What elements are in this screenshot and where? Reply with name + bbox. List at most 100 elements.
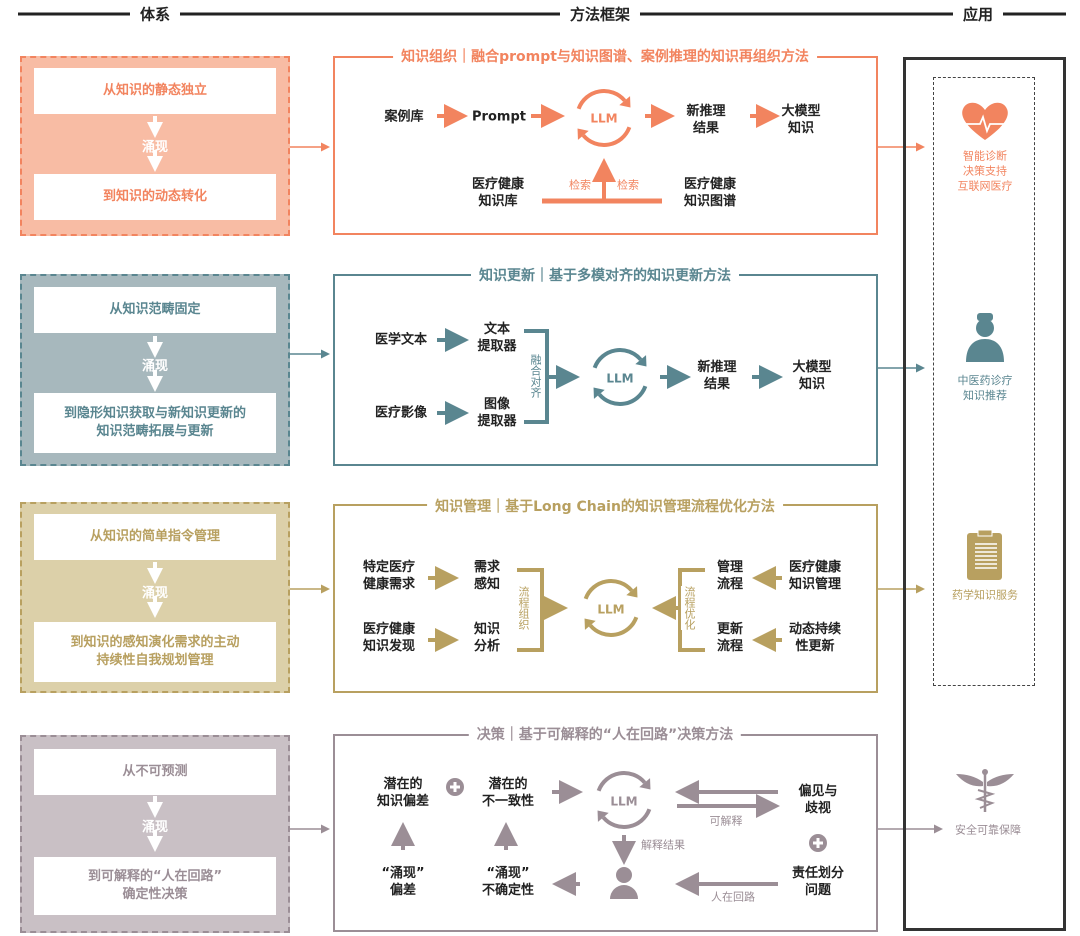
organize-title: 知识组织｜融合prompt与知识图谱、案例推理的知识再组织方法 bbox=[393, 46, 817, 66]
cycle-arrowhead bbox=[577, 128, 589, 140]
process-optimize-label: 流程优化 bbox=[681, 586, 697, 630]
cycle-arrowhead bbox=[593, 387, 605, 399]
cycle-arc bbox=[601, 808, 652, 829]
application-dashed-group bbox=[933, 77, 1035, 686]
image-extractor: 图像 提取器 bbox=[477, 397, 517, 429]
cycle-arrowhead bbox=[584, 618, 596, 630]
caduceus-snake bbox=[974, 789, 996, 809]
emerge-bias: “涌现” 偏差 bbox=[381, 866, 425, 898]
doctor-icon bbox=[977, 313, 993, 321]
medical-image: 医疗影像 bbox=[374, 405, 428, 421]
doctor-icon bbox=[966, 339, 1004, 362]
model-knowledge: 大模型 知识 bbox=[781, 104, 821, 136]
explain-result-label: 解释结果 bbox=[641, 838, 685, 852]
knowledge-base: 医疗健康 知识库 bbox=[471, 177, 525, 209]
system-box-manage: 从知识的简单指令管理 涌现 到知识的感知演化需求的主动 持续性自我规划管理 bbox=[20, 502, 290, 693]
system-to: 到可解释的“人在回路” 确定性决策 bbox=[34, 857, 276, 915]
system-emerge: 涌现 bbox=[141, 586, 168, 601]
application-diagnosis: 智能诊断 决策支持 互联网医疗 bbox=[957, 149, 1013, 193]
caduceus-icon bbox=[956, 774, 1014, 787]
new-result: 新推理 结果 bbox=[686, 104, 726, 136]
manage-title: 知识管理｜基于Long Chain的知识管理流程优化方法 bbox=[427, 496, 783, 516]
align-label: 融合对齐 bbox=[527, 354, 543, 398]
llm-label: LLM bbox=[610, 794, 638, 809]
system-from: 从知识的静态独立 bbox=[34, 68, 276, 114]
cycle-arc bbox=[597, 385, 648, 406]
responsibility: 责任划分 问题 bbox=[791, 866, 845, 898]
retrieve-label: 检索 bbox=[617, 178, 639, 192]
llm-cycle-icon bbox=[596, 771, 652, 829]
person-icon bbox=[616, 867, 632, 883]
plus-icon bbox=[450, 782, 460, 792]
cycle-arc bbox=[576, 89, 627, 110]
knowledge-graph: 医疗健康 知识图谱 bbox=[683, 177, 737, 209]
llm-cycle-icon bbox=[592, 348, 648, 406]
cycle-arrowhead bbox=[619, 96, 631, 108]
prejudice: 偏见与 歧视 bbox=[798, 784, 838, 816]
specific-need: 特定医疗 健康需求 bbox=[362, 560, 416, 592]
doctor-icon bbox=[976, 319, 994, 337]
system-to: 到隐形知识获取与新知识更新的 知识范畴拓展与更新 bbox=[34, 393, 276, 453]
application-tcm: 中医药诊疗 知识推荐 bbox=[957, 374, 1013, 402]
header-application: 应用 bbox=[952, 3, 1004, 25]
header-system: 体系 bbox=[129, 3, 181, 25]
explainable-label: 可解释 bbox=[709, 814, 743, 828]
case-library: 案例库 bbox=[384, 109, 424, 125]
application-pharmacy: 药学知识服务 bbox=[952, 588, 1018, 602]
retrieve-label: 检索 bbox=[569, 178, 591, 192]
kb-management: 医疗健康 知识管理 bbox=[788, 560, 842, 592]
medical-text: 医学文本 bbox=[374, 332, 428, 348]
emerge-uncertainty: “涌现” 不确定性 bbox=[481, 866, 535, 898]
clipboard-clip bbox=[977, 529, 993, 537]
update-flow: 更新 流程 bbox=[716, 622, 744, 654]
person-icon bbox=[610, 885, 638, 899]
decision-title: 决策｜基于可解释的“人在回路”决策方法 bbox=[468, 724, 742, 744]
system-from: 从知识的简单指令管理 bbox=[34, 514, 276, 560]
knowledge-analysis: 知识 分析 bbox=[473, 622, 501, 654]
application-panel bbox=[903, 57, 1066, 931]
llm-label: LLM bbox=[597, 602, 625, 617]
continuous-update: 动态持续 性更新 bbox=[788, 622, 842, 654]
text-extractor: 文本 提取器 bbox=[477, 322, 517, 354]
need-perception: 需求 感知 bbox=[473, 560, 501, 592]
cycle-arc bbox=[583, 579, 634, 600]
cycle-arc bbox=[592, 348, 643, 369]
system-emerge: 涌现 bbox=[141, 820, 168, 835]
llm-label: LLM bbox=[590, 111, 618, 126]
cycle-arrowhead bbox=[635, 355, 647, 367]
llm-cycle-icon bbox=[576, 89, 632, 147]
llm-label: LLM bbox=[606, 371, 634, 386]
prompt-node: Prompt bbox=[472, 109, 526, 125]
header-method: 方法框架 bbox=[559, 3, 641, 25]
knowledge-bias: 潜在的 知识偏差 bbox=[376, 777, 430, 809]
caduceus-top bbox=[982, 769, 988, 775]
cycle-arrowhead bbox=[639, 778, 651, 790]
cycle-arrowhead bbox=[597, 810, 609, 822]
cycle-arc bbox=[588, 616, 639, 637]
system-to: 到知识的动态转化 bbox=[34, 174, 276, 220]
new-result: 新推理 结果 bbox=[697, 360, 737, 392]
plus-icon bbox=[813, 838, 823, 848]
application-safety: 安全可靠保障 bbox=[955, 823, 1021, 837]
cycle-arrowhead bbox=[626, 586, 638, 598]
system-box-organize: 从知识的静态独立 涌现 到知识的动态转化 bbox=[20, 56, 290, 236]
system-emerge: 涌现 bbox=[141, 359, 168, 374]
human-in-loop-label: 人在回路 bbox=[711, 890, 755, 904]
system-box-update: 从知识范畴固定 涌现 到隐形知识获取与新知识更新的 知识范畴拓展与更新 bbox=[20, 274, 290, 466]
management-flow: 管理 流程 bbox=[716, 560, 744, 592]
cycle-arc bbox=[581, 126, 632, 147]
system-to: 到知识的感知演化需求的主动 持续性自我规划管理 bbox=[34, 622, 276, 682]
system-from: 从不可预测 bbox=[34, 749, 276, 795]
system-emerge: 涌现 bbox=[141, 140, 168, 155]
inconsistency: 潜在的 不一致性 bbox=[481, 777, 535, 809]
update-title: 知识更新｜基于多模对齐的知识更新方法 bbox=[471, 265, 739, 285]
knowledge-discovery: 医疗健康 知识发现 bbox=[362, 622, 416, 654]
cycle-arc bbox=[596, 771, 647, 792]
pulse-line bbox=[966, 114, 1008, 134]
llm-cycle-icon bbox=[583, 579, 639, 637]
model-knowledge: 大模型 知识 bbox=[792, 360, 832, 392]
process-organize-label: 流程组织 bbox=[515, 586, 531, 630]
